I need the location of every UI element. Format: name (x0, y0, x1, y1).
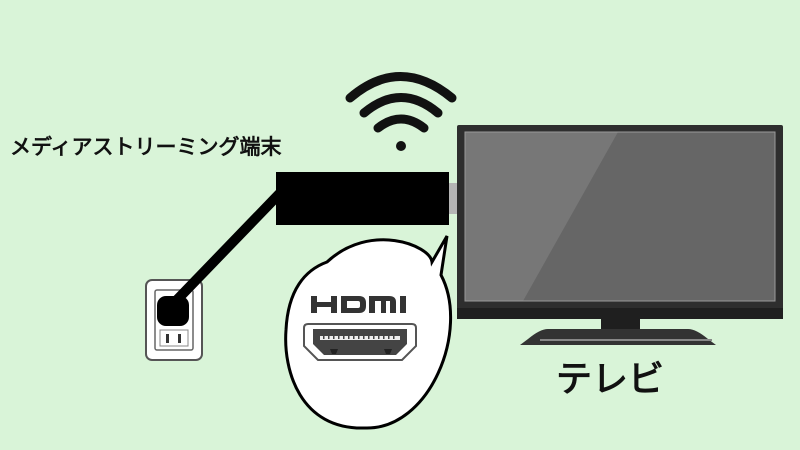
wifi-icon (345, 72, 457, 151)
hdmi-port-icon (303, 323, 417, 361)
streaming-device-label: メディアストリーミング端末 (10, 135, 282, 159)
power-cable (157, 186, 287, 326)
streaming-stick-icon (276, 172, 458, 225)
hdmi-logo (311, 296, 406, 313)
tv-label: テレビ (556, 359, 665, 400)
television-icon (457, 125, 783, 345)
